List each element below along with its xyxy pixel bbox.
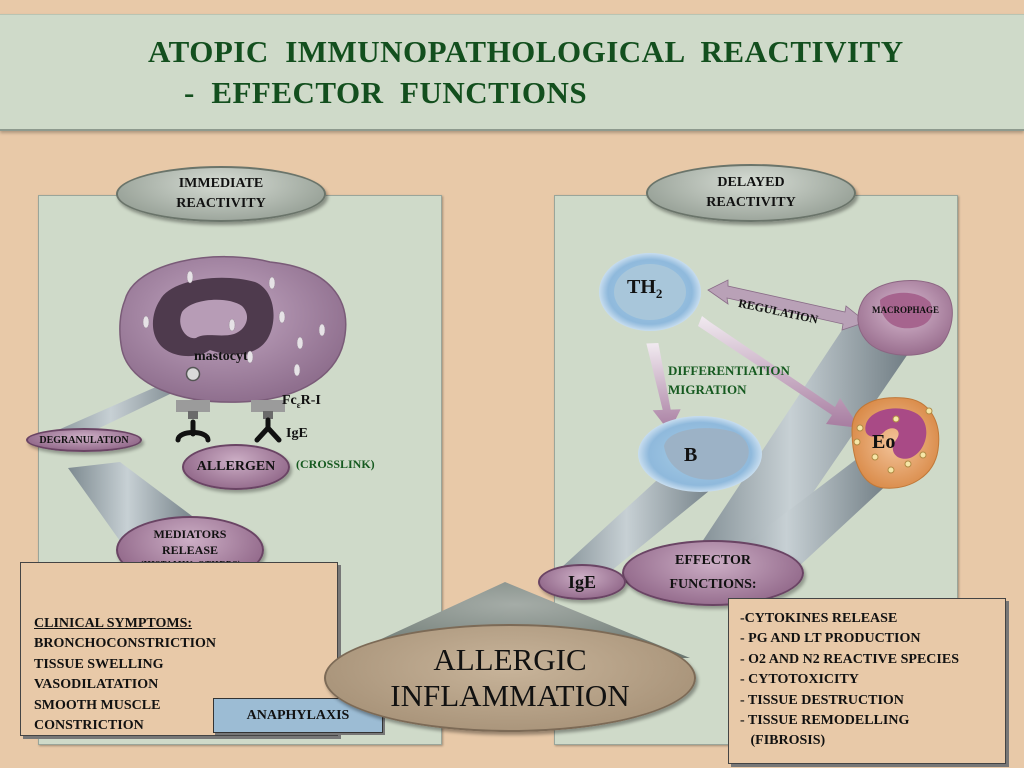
b-cell-funnel xyxy=(550,470,720,580)
differentiation-arrow xyxy=(646,343,681,432)
allergic-line-1: ALLERGIC xyxy=(433,642,587,677)
effector-item-5: - TISSUE DESTRUCTION xyxy=(740,692,904,708)
immediate-reactivity-badge: IMMEDIATE REACTIVITY xyxy=(116,166,326,222)
mastocyte-granules xyxy=(142,270,326,377)
effector-item-2: - PG AND LT PRODUCTION xyxy=(740,631,921,647)
mastocyt-label: mastocyt xyxy=(194,349,248,364)
ige-bubble: IgE xyxy=(538,564,626,600)
effector-item-6: - TISSUE REMODELLING xyxy=(740,713,910,729)
degranulation-label: DEGRANULATION xyxy=(39,434,129,446)
mediators-line-1: MEDIATORS xyxy=(153,527,227,541)
effector-item-7: (FIBROSIS) xyxy=(740,733,826,749)
clinical-symptoms-heading: CLINICAL SYMPTOMS: xyxy=(34,616,193,631)
eosinophil-nucleus xyxy=(865,408,927,459)
effector-functions-bubble: EFFECTOR FUNCTIONS: xyxy=(622,540,804,606)
differentiation-line-2: MIGRATION xyxy=(668,382,747,397)
allergen-bubble: ALLERGEN xyxy=(182,444,290,490)
effector-item-3: - O2 AND N2 REACTIVE SPECIES xyxy=(740,651,959,667)
effector-item-4: - CYTOTOXICITY xyxy=(740,672,859,688)
differentiation-migration-label: DIFFERENTIATION MIGRATION xyxy=(668,361,790,399)
b-cell-label: B xyxy=(684,444,698,466)
granule-release-point xyxy=(185,366,201,382)
macrophage-nucleus xyxy=(880,292,933,329)
clinical-line-2: TISSUE SWELLING xyxy=(34,656,164,672)
immediate-badge-line-2: REACTIVITY xyxy=(176,196,266,211)
effector-list-text: -CYTOKINES RELEASE - PG AND LT PRODUCTIO… xyxy=(740,609,959,752)
delayed-reactivity-badge: DELAYED REACTIVITY xyxy=(646,164,856,222)
fc-receptors xyxy=(176,400,285,419)
immediate-badge-line-1: IMMEDIATE xyxy=(178,176,264,191)
effector-list-box xyxy=(728,598,1006,764)
eo-label: Eo xyxy=(872,431,896,453)
ige-label-left: IgE xyxy=(286,426,308,441)
clinical-line-5: CONSTRICTION xyxy=(34,718,144,734)
effector-item-1: -CYTOKINES RELEASE xyxy=(740,611,898,626)
th2-nucleus xyxy=(614,264,686,320)
th2-subscript: 2 xyxy=(655,286,663,301)
allergic-line-2: INFLAMMATION xyxy=(390,678,630,713)
macrophage-funnel xyxy=(690,318,912,570)
degranulation-bubble: DEGRANULATION xyxy=(26,428,142,452)
effector-line-1: EFFECTOR xyxy=(675,553,751,568)
fc-receptor-prefix: Fc xyxy=(282,393,297,408)
fc-receptor-suffix: R-I xyxy=(300,393,321,408)
clinical-symptoms-text: CLINICAL SYMPTOMS: BRONCHOCONSTRICTION T… xyxy=(34,614,216,736)
ige-bubble-label: IgE xyxy=(567,571,596,592)
migration-arrow xyxy=(698,316,860,428)
b-cell-nucleus xyxy=(664,428,749,480)
allergen-label: ALLERGEN xyxy=(196,459,276,474)
anaphylaxis-label: ANAPHYLAXIS xyxy=(246,707,350,723)
mediators-line-2: RELEASE xyxy=(161,543,219,557)
th2-label: TH2 xyxy=(627,276,662,302)
macrophage-label: MACROPHAGE xyxy=(872,305,939,315)
fc-receptor-label: FcεR-I xyxy=(282,393,321,410)
fc-receptor-subscript: ε xyxy=(296,399,301,410)
clinical-line-1: BRONCHOCONSTRICTION xyxy=(34,636,217,652)
title-line-2: - EFFECTOR FUNCTIONS xyxy=(184,75,588,110)
ige-antibodies xyxy=(175,417,282,443)
clinical-line-4: SMOOTH MUSCLE xyxy=(34,697,161,713)
crosslink-label: (CROSSLINK) xyxy=(296,457,375,471)
differentiation-line-1: DIFFERENTIATION xyxy=(668,363,790,378)
effector-line-2: FUNCTIONS: xyxy=(669,577,757,592)
title-bar xyxy=(0,14,1024,131)
delayed-badge-line-2: REACTIVITY xyxy=(706,195,796,210)
title-line-1: ATOPIC IMMUNOPATHOLOGICAL REACTIVITY xyxy=(148,34,904,69)
eosinophil-granules xyxy=(853,407,933,474)
delayed-badge-line-1: DELAYED xyxy=(717,175,785,190)
th2-main: TH xyxy=(627,276,656,298)
clinical-line-3: VASODILATATION xyxy=(34,677,159,693)
allergic-inflammation-ellipse: ALLERGIC INFLAMMATION xyxy=(324,624,696,732)
